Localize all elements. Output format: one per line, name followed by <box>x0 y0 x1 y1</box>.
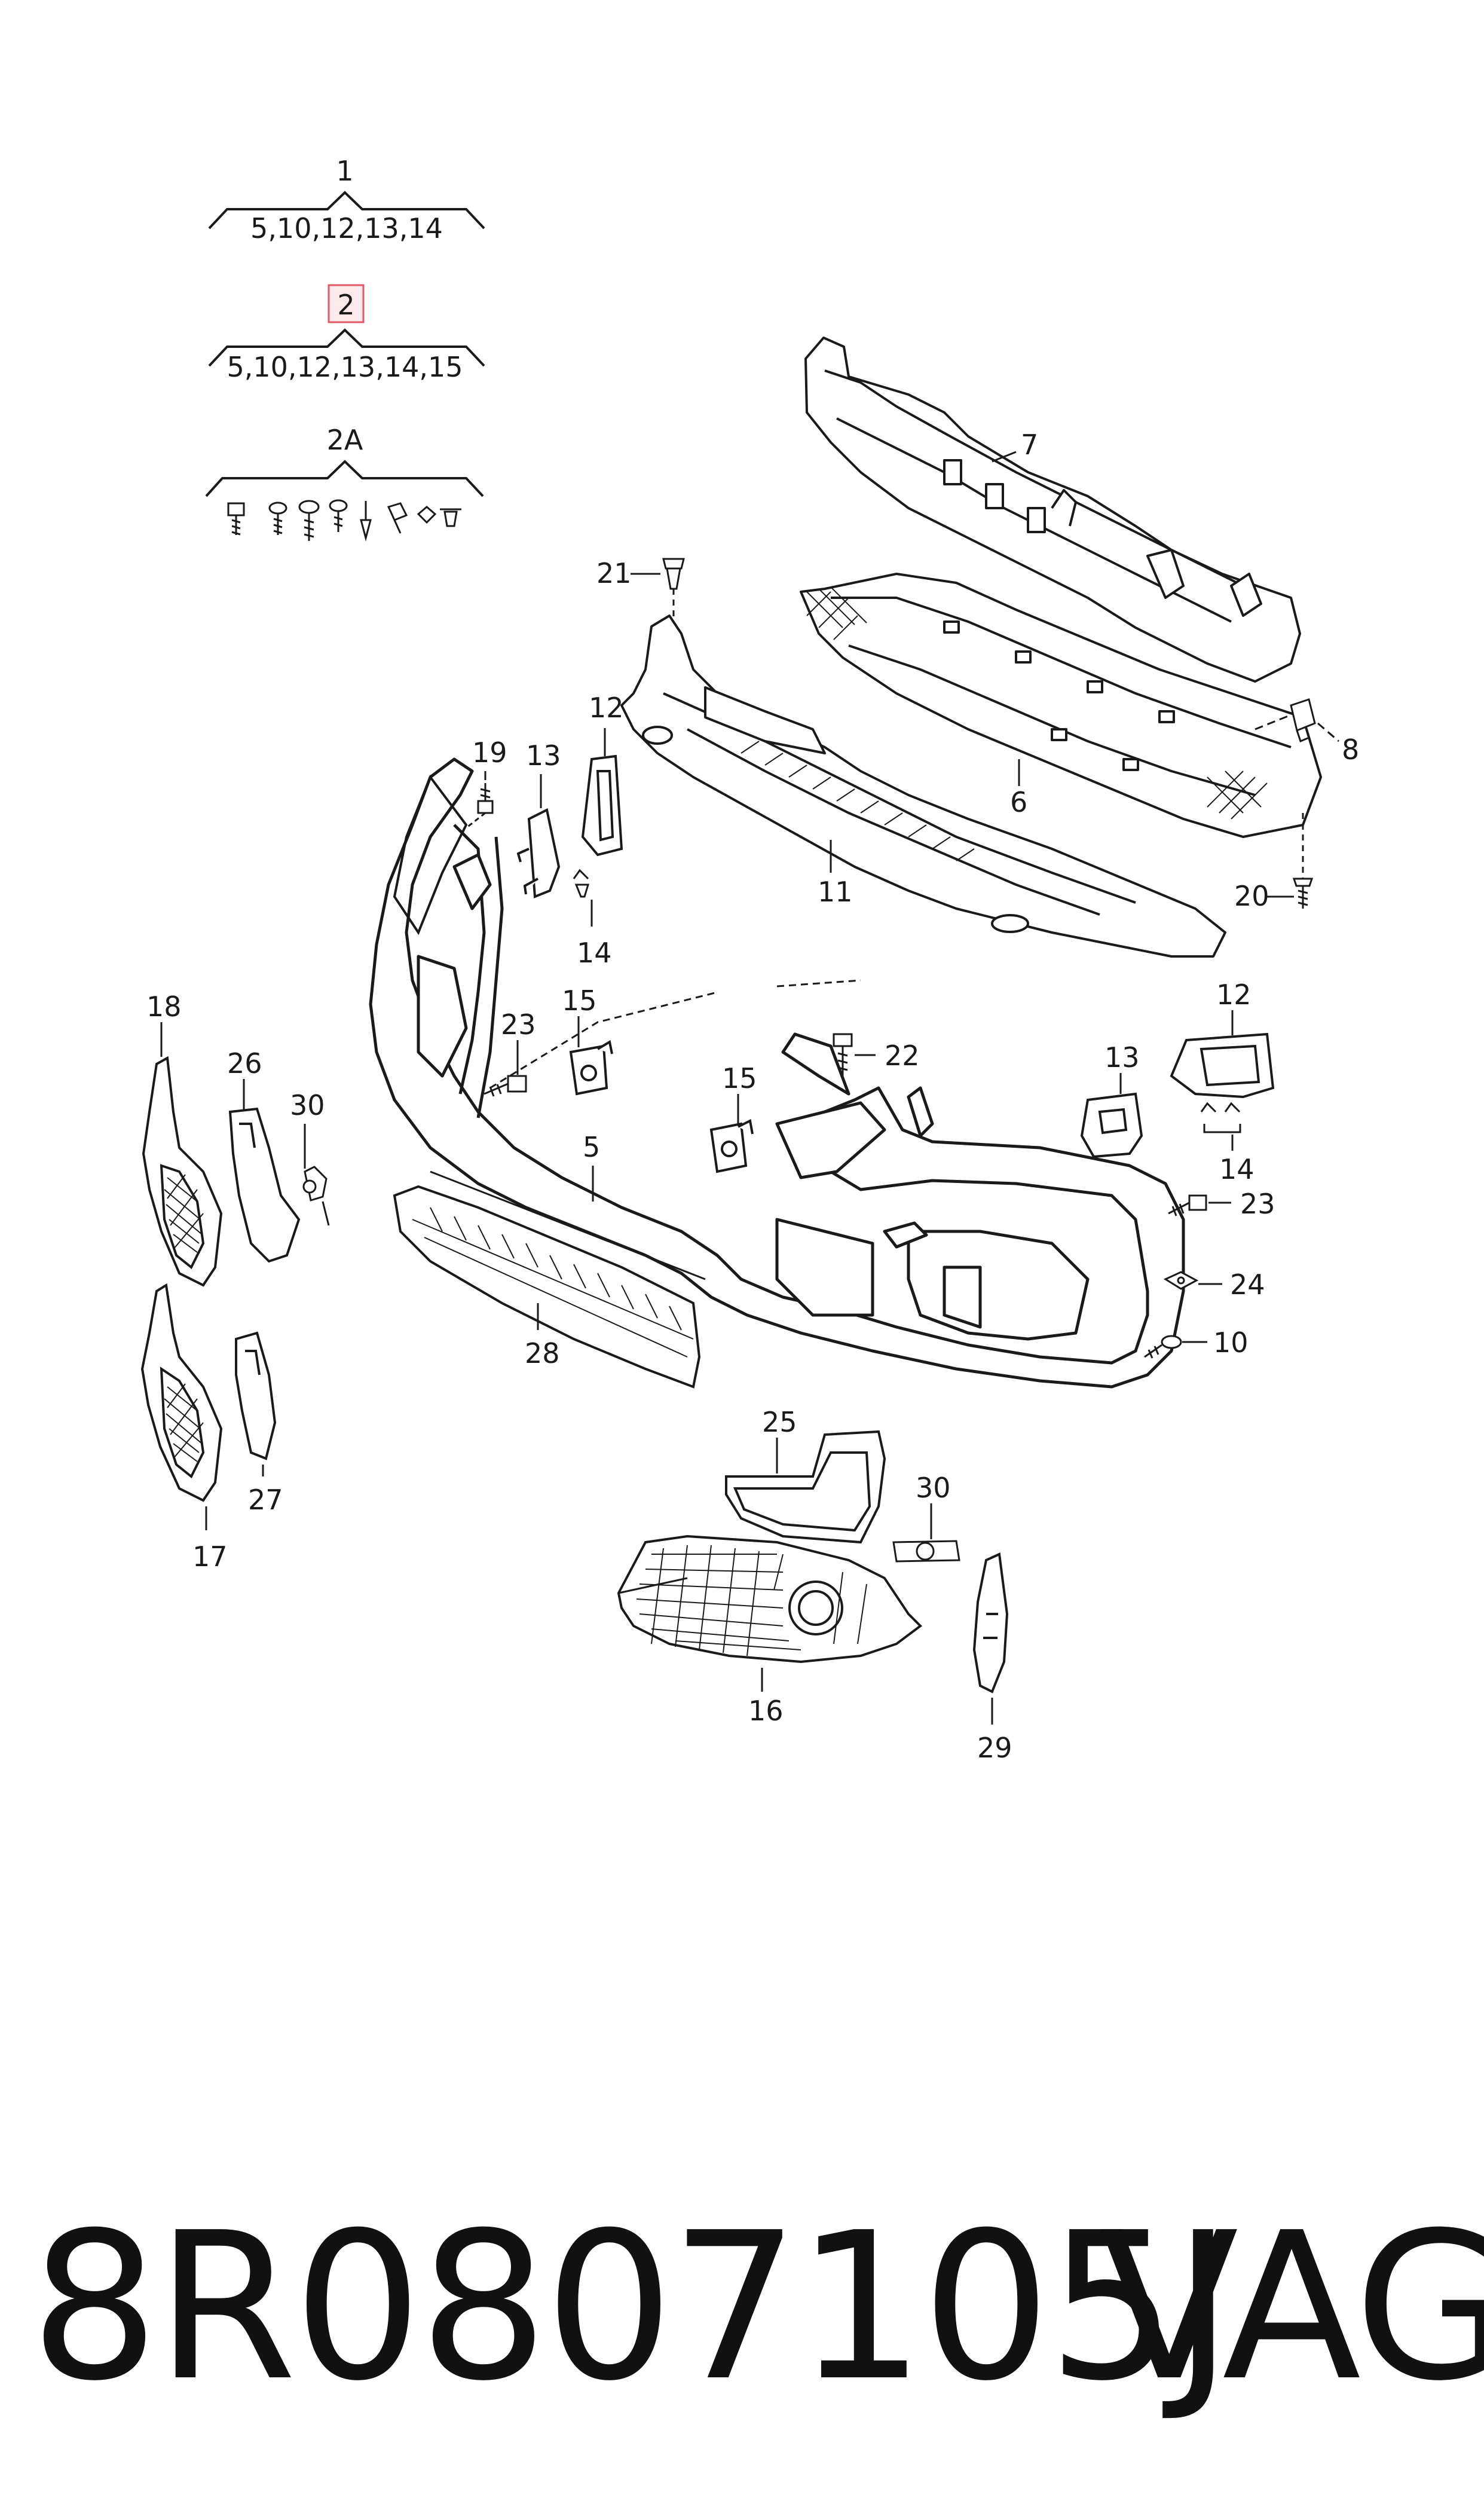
part-13-right-bracket <box>1080 1092 1143 1158</box>
group-2-label: 2 <box>337 289 354 321</box>
highlight-box <box>328 284 365 323</box>
part-28-lower-grille <box>393 1185 701 1389</box>
callout-10: 10 <box>1213 1326 1249 1359</box>
group-2[interactable]: 2 5,10,12,13,14,15 <box>208 284 485 383</box>
group-1-items: 5,10,12,13,14 <box>250 212 443 244</box>
callout-23-left: 23 <box>501 1008 536 1041</box>
callout-30-left: 30 <box>290 1089 325 1121</box>
callout-20: 20 <box>1234 880 1269 912</box>
callout-24: 24 <box>1230 1268 1265 1301</box>
callout-5: 5 <box>583 1131 600 1163</box>
part-10-screw <box>1144 1335 1182 1359</box>
callout-21: 21 <box>596 557 632 589</box>
part-14-right-clip <box>1200 1102 1241 1133</box>
bumper-upper-arch <box>393 774 468 936</box>
callout-16: 16 <box>748 1695 784 1727</box>
callout-8: 8 <box>1342 733 1359 766</box>
part-7-reinforcement <box>804 337 1301 683</box>
part-number: 8R0807105J <box>30 2189 1233 2426</box>
part-25-bracket <box>725 1430 886 1544</box>
callout-7: 7 <box>1021 429 1038 461</box>
grille-17-mesh <box>164 1383 204 1462</box>
callout-14-right: 14 <box>1219 1153 1254 1185</box>
part-27-bracket <box>235 1331 277 1460</box>
callout-25: 25 <box>762 1406 797 1438</box>
part-12-left-frame <box>581 754 623 857</box>
callout-29: 29 <box>977 1732 1012 1764</box>
part-17-grille <box>140 1283 223 1502</box>
group-1-label: 1 <box>336 155 353 187</box>
callout-15-left: 15 <box>562 985 597 1017</box>
callout-13-right: 13 <box>1104 1041 1140 1074</box>
group-2a: 2A <box>205 424 484 542</box>
fastener-icons <box>227 499 461 542</box>
grille-18-mesh <box>164 1174 204 1253</box>
callout-22: 22 <box>885 1040 920 1072</box>
callout-26: 26 <box>227 1047 262 1080</box>
callout-18: 18 <box>146 990 182 1023</box>
part-21-clip <box>662 558 685 622</box>
part-19-screw <box>466 783 494 829</box>
part-11-spoiler <box>620 615 1226 958</box>
lower-grille-ribs <box>412 1207 694 1358</box>
part-15-left-bracket <box>569 1040 613 1096</box>
callout-17: 17 <box>192 1540 228 1573</box>
callout-19: 19 <box>472 736 507 769</box>
callout-13-left: 13 <box>526 739 561 772</box>
part-5-bumper-cover <box>369 757 1185 1389</box>
part-29-strip <box>972 1552 1009 1693</box>
mesh-pattern <box>806 586 1268 820</box>
part-30-left-sensor <box>302 1166 330 1226</box>
part-12-right-frame <box>1170 1032 1275 1099</box>
callout-11: 11 <box>818 876 853 908</box>
part-22-screw <box>833 1033 853 1076</box>
part-8-clip <box>1290 698 1316 743</box>
part-24-clip <box>1163 1271 1199 1290</box>
callout-15-mid: 15 <box>722 1062 757 1095</box>
callout-14-left: 14 <box>577 937 612 969</box>
callout-12-left: 12 <box>589 692 624 724</box>
part-26-bracket <box>228 1107 301 1263</box>
group-1: 1 5,10,12,13,14 <box>208 155 485 244</box>
part-14-left-clip <box>573 869 590 898</box>
spoiler-ribs <box>741 741 975 861</box>
part-23-left-screw <box>484 1075 527 1097</box>
callout-23-right: 23 <box>1240 1188 1275 1220</box>
part-15-mid-bracket <box>709 1119 754 1173</box>
part-6-air-guide <box>800 573 1322 838</box>
brand-name: VAG <box>1100 2189 1484 2426</box>
part-13-left-bracket <box>516 808 561 898</box>
callout-30-right: 30 <box>916 1472 951 1504</box>
part-16-fog-grille <box>617 1534 923 1664</box>
part-20-screw <box>1292 813 1314 909</box>
honeycomb-mesh <box>636 1545 867 1656</box>
callout-12-right: 12 <box>1216 979 1252 1011</box>
part-23-right-screw <box>1168 1194 1207 1216</box>
callout-27: 27 <box>248 1484 283 1516</box>
group-2a-label: 2A <box>327 424 363 456</box>
callout-28: 28 <box>525 1337 560 1369</box>
part-18-grille <box>142 1056 223 1287</box>
callout-6: 6 <box>1010 786 1027 818</box>
group-2-items: 5,10,12,13,14,15 <box>227 351 463 383</box>
part-30-right-sensor <box>892 1540 960 1563</box>
